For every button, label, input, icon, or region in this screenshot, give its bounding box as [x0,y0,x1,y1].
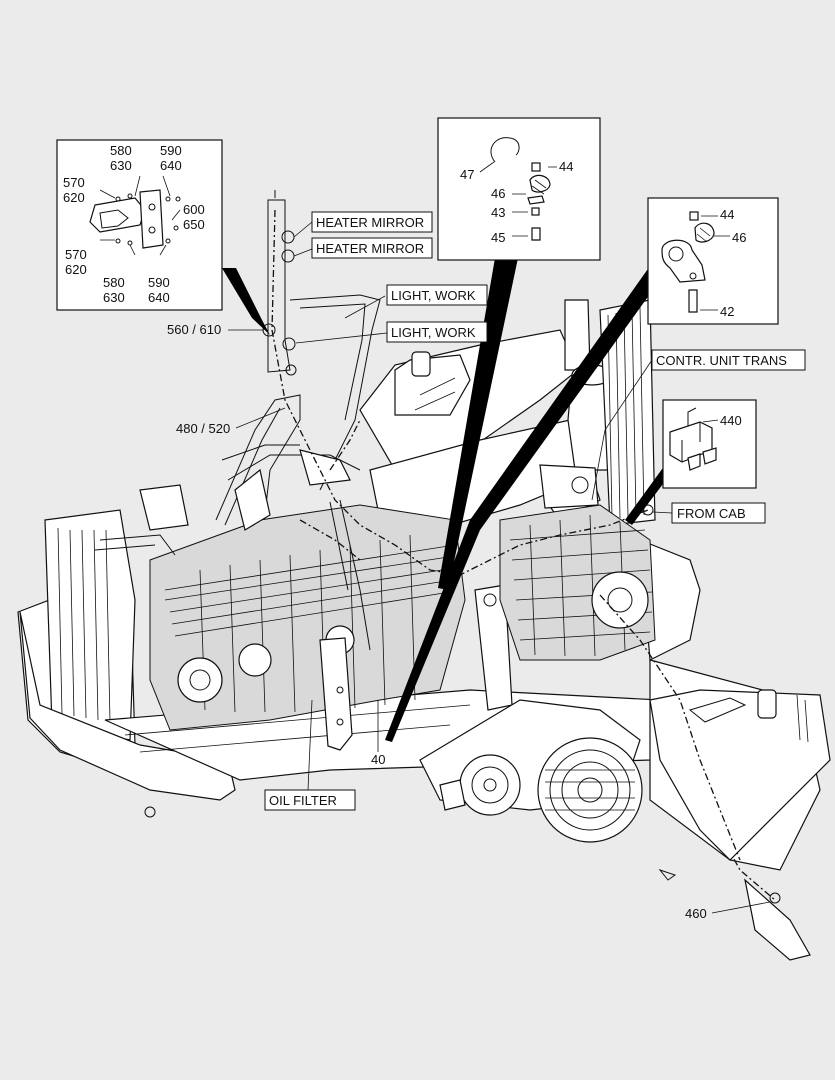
machine-chassis [17,294,831,961]
inset-left-label-580-bot: 580 [103,275,125,290]
callout-heater-mirror-1: HEATER MIRROR [293,211,433,238]
inset-middle-label-47: 47 [460,167,474,182]
inset-middle-label-46: 46 [491,186,505,201]
callout-oil-filter: OIL FILTER [264,699,356,811]
inset-left-label-590-top: 590 [160,143,182,158]
inset-left-label-630-bot: 630 [103,290,125,305]
inset-clamp-middle [437,117,601,261]
inset-left-label-620-top: 620 [63,190,85,205]
inset-left-label-600: 600 [183,202,205,217]
inset-left-label-580-top: 580 [110,143,132,158]
inset-left-label-650: 650 [183,217,205,232]
callout-contr-unit-trans: CONTR. UNIT TRANS [591,349,806,501]
callout-heater-mirror-1-text: HEATER MIRROR [316,215,424,230]
label-40: 40 [371,752,385,767]
callout-from-cab-text: FROM CAB [677,506,746,521]
label-460: 460 [685,906,707,921]
inset-middle-label-43: 43 [491,205,505,220]
inset-middle-label-45: 45 [491,230,505,245]
inset-right-label-46: 46 [732,230,746,245]
inset-valve-label-440: 440 [720,413,742,428]
label-560-610: 560 / 610 [167,322,221,337]
engine-block [94,449,513,751]
callout-from-cab: FROM CAB [652,502,766,524]
transmission [499,464,656,661]
callout-contr-unit-trans-text: CONTR. UNIT TRANS [656,353,787,368]
harness-route [262,190,741,861]
inset-mirror-bracket [56,139,223,311]
callout-light-work-2-text: LIGHT, WORK [391,325,476,340]
inset-left-label-590-bot: 590 [148,275,170,290]
inset-left-label-620-bot: 620 [65,262,87,277]
detail-leader-wedges [222,258,672,742]
callout-heater-mirror-2-text: HEATER MIRROR [316,241,424,256]
callout-light-work-1-text: LIGHT, WORK [391,288,476,303]
callout-light-work-1: LIGHT, WORK [344,284,488,319]
inset-left-label-640-top: 640 [160,158,182,173]
label-480-520: 480 / 520 [176,421,230,436]
inset-right-label-44: 44 [720,207,734,222]
inset-left-label-630-top: 630 [110,158,132,173]
drive-axle [419,699,643,843]
callout-heater-mirror-2: HEATER MIRROR [293,237,433,259]
inset-right-label-42: 42 [720,304,734,319]
inset-left-label-640-bot: 640 [148,290,170,305]
inset-left-label-570-top: 570 [63,175,85,190]
callout-light-work-2: LIGHT, WORK [295,321,488,344]
inset-left-label-570-bot: 570 [65,247,87,262]
inset-middle-label-44: 44 [559,159,573,174]
callout-oil-filter-text: OIL FILTER [269,793,337,808]
inset-clamp-right [647,197,779,325]
inset-valve [662,399,757,489]
